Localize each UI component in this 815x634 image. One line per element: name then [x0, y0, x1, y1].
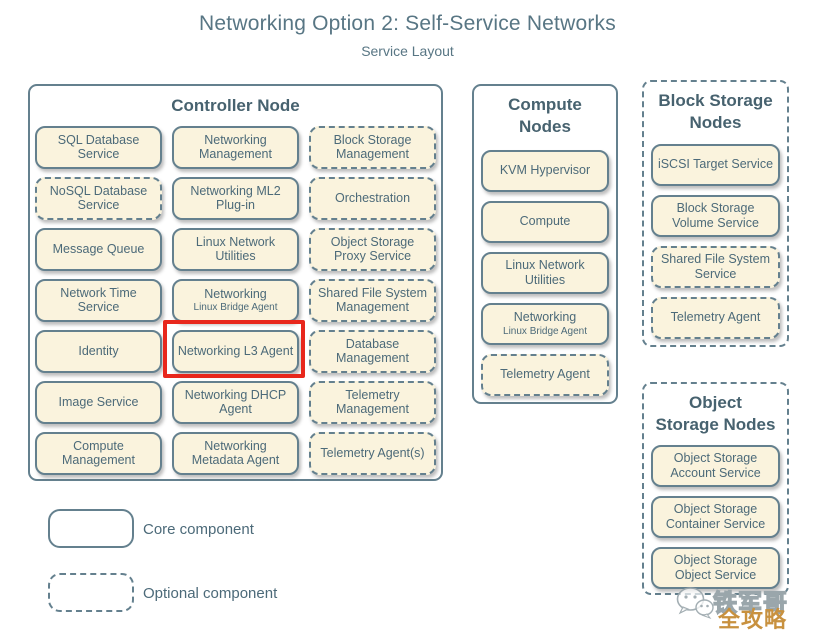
component-box: KVM Hypervisor	[481, 149, 609, 192]
block-storage-nodes-container: Block Storage Nodes iSCSI Target Service…	[642, 80, 789, 347]
component-label: Networking ML2 Plug-in	[190, 183, 281, 213]
component-label: Network Time Service	[60, 285, 137, 315]
component-label: SQL Database Service	[57, 132, 140, 162]
object-storage-title-line1: Object	[689, 393, 742, 412]
component-sublabel: Linux Bridge Agent	[193, 302, 278, 314]
object-storage-title-line2: Storage Nodes	[655, 414, 776, 434]
component-box: Compute Management	[35, 431, 162, 475]
component-label: iSCSI Target Service	[657, 157, 774, 172]
block-storage-nodes-title: Block Storage Nodes	[644, 82, 787, 134]
component-box: Object Storage Proxy Service	[309, 227, 436, 271]
component-label: KVM Hypervisor	[499, 163, 591, 178]
component-box: NoSQL Database Service	[35, 176, 162, 220]
page-subtitle: Service Layout	[361, 43, 454, 59]
component-label: Database Management	[336, 336, 409, 366]
diagram-header: Networking Option 2: Self-Service Networ…	[0, 12, 815, 59]
component-label: Block Storage Volume Service	[672, 200, 759, 230]
component-box: Message Queue	[35, 227, 162, 271]
legend-optional-label: Optional component	[143, 585, 278, 602]
component-label: Networking Metadata Agent	[191, 438, 280, 468]
component-box: Telemetry Agent	[651, 296, 780, 339]
block-storage-title-line1: Block Storage	[658, 91, 773, 110]
component-box: Block Storage Volume Service	[651, 194, 780, 237]
component-box: Image Service	[35, 380, 162, 424]
component-box: Networking DHCP Agent	[172, 380, 299, 424]
object-storage-nodes-title: Object Storage Nodes	[644, 384, 787, 436]
component-box: Shared File System Management	[309, 278, 436, 322]
component-box: Object Storage Container Service	[651, 495, 780, 538]
component-label: Object Storage Container Service	[665, 501, 766, 531]
watermark-text-line1: 铁军哥	[712, 589, 788, 617]
component-label: Telemetry Agent	[670, 310, 761, 325]
controller-component-grid: SQL Database Service Networking Managemen…	[30, 117, 441, 481]
component-label: Shared File System Service	[660, 251, 771, 281]
watermark-text-line2: 全攻略	[718, 607, 788, 632]
component-label: Linux Network Utilities	[195, 234, 276, 264]
component-label: Networking L3 Agent	[177, 343, 294, 358]
component-box: Telemetry Management	[309, 380, 436, 424]
component-box: Telemetry Agent	[481, 353, 609, 396]
component-box: Networking Management	[172, 125, 299, 169]
component-label: Networking Management	[199, 132, 272, 162]
wechat-icon	[676, 587, 714, 620]
component-label: Identity	[78, 343, 119, 358]
component-label: Block Storage Management	[333, 132, 412, 162]
legend-core-label: Core component	[143, 521, 254, 538]
component-box: Linux Network Utilities	[172, 227, 299, 271]
compute-title-line2: Nodes	[519, 116, 571, 136]
component-label: Networking	[513, 309, 577, 324]
component-label: Image Service	[58, 394, 139, 409]
controller-node-title: Controller Node	[171, 96, 300, 115]
watermark: 铁军哥 全攻略	[676, 583, 806, 632]
component-label: Shared File System Management	[317, 285, 428, 315]
component-box: Network Time Service	[35, 278, 162, 322]
component-sublabel: Linux Bridge Agent	[503, 325, 587, 337]
component-label: Networking	[204, 286, 267, 301]
component-label: NoSQL Database Service	[49, 183, 148, 213]
compute-title-line1: Compute	[508, 95, 582, 114]
component-box: iSCSI Target Service	[651, 143, 780, 186]
component-label: Compute	[519, 214, 571, 229]
component-label: Orchestration	[334, 190, 411, 205]
component-label: Object Storage Proxy Service	[330, 234, 415, 264]
component-label: Telemetry Agent(s)	[320, 445, 425, 460]
component-box: Object Storage Account Service	[651, 444, 780, 487]
component-label: Message Queue	[52, 241, 145, 256]
legend-optional-swatch	[48, 573, 134, 612]
block-storage-title-line2: Nodes	[689, 112, 742, 132]
component-box: Telemetry Agent(s)	[309, 431, 436, 475]
component-box: Block Storage Management	[309, 125, 436, 169]
component-label: Object Storage Account Service	[670, 450, 761, 480]
component-box: Linux Network Utilities	[481, 251, 609, 294]
component-box: Networking ML2 Plug-in	[172, 176, 299, 220]
component-label: Linux Network Utilities	[505, 257, 585, 287]
component-label: Compute Management	[62, 438, 135, 468]
component-label: Networking DHCP Agent	[184, 387, 287, 417]
object-storage-nodes-container: Object Storage Nodes Object Storage Acco…	[642, 382, 789, 595]
component-label: Telemetry Management	[336, 387, 409, 417]
component-box: Shared File System Service	[651, 245, 780, 288]
component-label: Object Storage Object Service	[673, 552, 758, 582]
component-box-highlighted: Networking L3 Agent	[172, 329, 299, 373]
component-label: Telemetry Agent	[500, 367, 590, 382]
component-box: Networking Metadata Agent	[172, 431, 299, 475]
component-box: Orchestration	[309, 176, 436, 220]
compute-nodes-title: Compute Nodes	[474, 86, 616, 138]
page-title: Networking Option 2: Self-Service Networ…	[199, 12, 616, 35]
component-box: Identity	[35, 329, 162, 373]
component-box: Object Storage Object Service	[651, 546, 780, 589]
component-box: Database Management	[309, 329, 436, 373]
legend-core-swatch	[48, 509, 134, 548]
component-box: Compute	[481, 200, 609, 243]
component-box: SQL Database Service	[35, 125, 162, 169]
